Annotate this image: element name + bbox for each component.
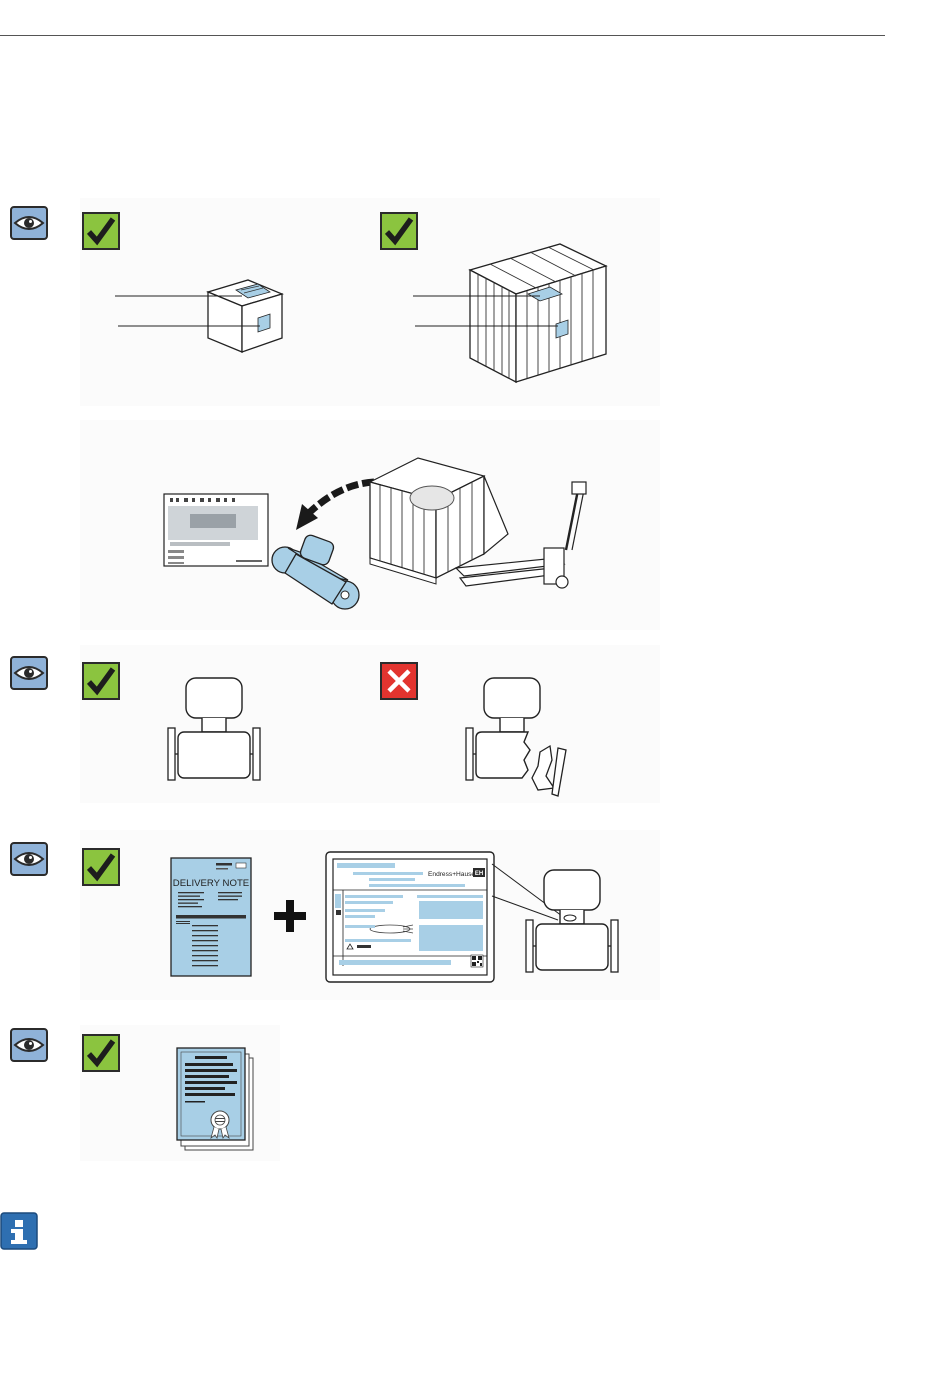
plus-sign [272, 898, 308, 934]
unpacking-figure [160, 450, 600, 620]
check-icon [82, 662, 120, 700]
intact-device-figure [164, 676, 264, 782]
certificate-documents-figure [175, 1046, 257, 1152]
nameplate-logo: EH [475, 871, 483, 877]
info-icon [0, 1212, 38, 1250]
delivery-note-title: DELIVERY NOTE [173, 878, 249, 889]
nameplate-figure: Endress+Hauser EH [325, 851, 495, 983]
eye-icon [10, 842, 48, 876]
cross-icon [380, 662, 418, 700]
damaged-device-figure [462, 676, 582, 798]
header-rule [0, 35, 885, 36]
eye-icon [10, 656, 48, 690]
crate-package-figure [410, 240, 620, 388]
small-package-figure [110, 270, 290, 360]
eye-icon [10, 206, 48, 240]
eye-icon [10, 1028, 48, 1062]
device-with-nameplate-figure [522, 868, 622, 976]
check-icon [82, 212, 120, 250]
nameplate-brand: Endress+Hauser [428, 871, 478, 878]
delivery-note-figure: DELIVERY NOTE [170, 857, 252, 977]
check-icon [82, 848, 120, 886]
check-icon [82, 1034, 120, 1072]
